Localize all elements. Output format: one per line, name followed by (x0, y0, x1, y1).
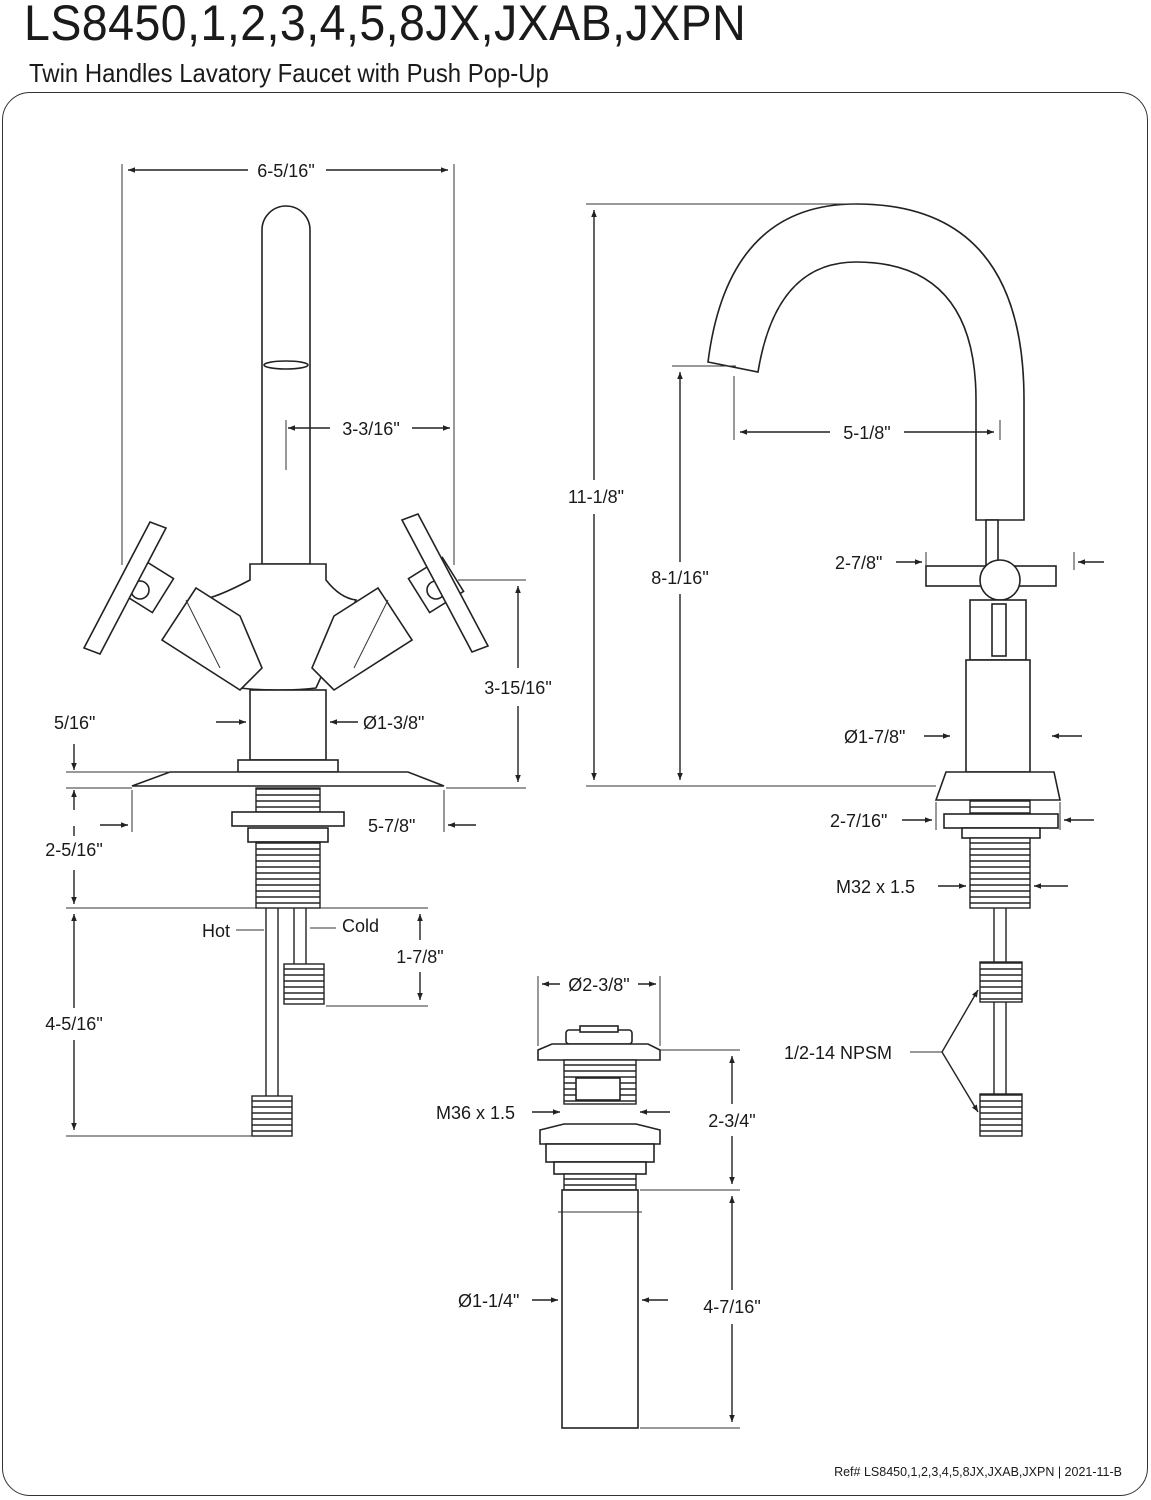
page-subtitle: Twin Handles Lavatory Faucet with Push P… (29, 58, 549, 88)
handle-hub (979, 559, 1021, 601)
hot-label: Hot (202, 921, 230, 941)
dim-plate-thickness: 5/16" (54, 713, 95, 733)
front-view: 6-5/16" 3-3/16" 3-15/16" Ø1-3/8" 5/16" 5… (45, 161, 552, 1137)
escutcheon-ring (237, 759, 339, 773)
side-body (965, 659, 1031, 773)
drawing-frame (2, 92, 1148, 1496)
side-view: 11-1/8" 8-1/16" 5-1/8" 2-7/8" Ø1-7/8" 2-… (568, 203, 1104, 1137)
dim-nut-diameter: 2-7/16" (830, 811, 887, 831)
body-column (249, 689, 327, 761)
dim-drain-body-height: 2-3/4" (708, 1111, 755, 1131)
handle-lever (991, 603, 1007, 657)
dim-overall-height: 11-1/8" (568, 487, 624, 507)
dim-body-diameter: Ø1-3/8" (363, 713, 424, 733)
hot-supply-fitting (251, 1095, 293, 1137)
dim-flange-diameter: Ø2-3/8" (568, 975, 629, 995)
dim-overall-width: 6-5/16" (257, 161, 314, 181)
dim-shank-length: 2-5/16" (45, 840, 102, 860)
mounting-washer (231, 811, 345, 827)
dim-tail-length: 4-7/16" (703, 1297, 760, 1317)
side-base (934, 771, 1061, 801)
drain-nut (539, 1123, 661, 1145)
dim-spout-reach: 5-1/8" (843, 423, 890, 443)
dim-supply-length: 4-5/16" (45, 1014, 102, 1034)
gooseneck-spout (707, 203, 1025, 521)
dim-connection: 1/2-14 NPSM (784, 1043, 892, 1063)
drain-flange (537, 1043, 661, 1061)
mounting-nut (247, 827, 329, 843)
right-handle (311, 513, 490, 692)
dim-spout-offset: 3-3/16" (342, 419, 399, 439)
cold-supply-fitting (283, 963, 325, 1005)
tailpiece (561, 1189, 639, 1429)
dim-tail-diameter: Ø1-1/4" (458, 1291, 519, 1311)
page-title: LS8450,1,2,3,4,5,8JX,JXAB,JXPN (24, 0, 747, 51)
dim-drain-thread: M36 x 1.5 (436, 1103, 515, 1123)
reference-note: Ref# LS8450,1,2,3,4,5,8JX,JXAB,JXPN | 20… (834, 1465, 1122, 1479)
dim-side-body-diameter: Ø1-7/8" (844, 727, 905, 747)
dim-side-thread: M32 x 1.5 (836, 877, 915, 897)
shank-thread (255, 841, 321, 909)
dim-supply-offset: 1-7/8" (396, 947, 443, 967)
dim-body-height: 3-15/16" (484, 678, 551, 698)
deck-plate (131, 771, 445, 787)
cold-label: Cold (342, 916, 379, 936)
drain-view: Ø2-3/8" M36 x 1.5 2-3/4" Ø1-1/4" 4-7/16" (436, 975, 761, 1429)
dim-handle-width: 2-7/8" (835, 553, 882, 573)
aerator (263, 360, 309, 370)
shank-thread-top (255, 787, 321, 813)
spout (261, 205, 311, 565)
dim-plate-width: 5-7/8" (368, 816, 415, 836)
left-handle (82, 521, 263, 692)
dim-spout-height: 8-1/16" (651, 568, 708, 588)
